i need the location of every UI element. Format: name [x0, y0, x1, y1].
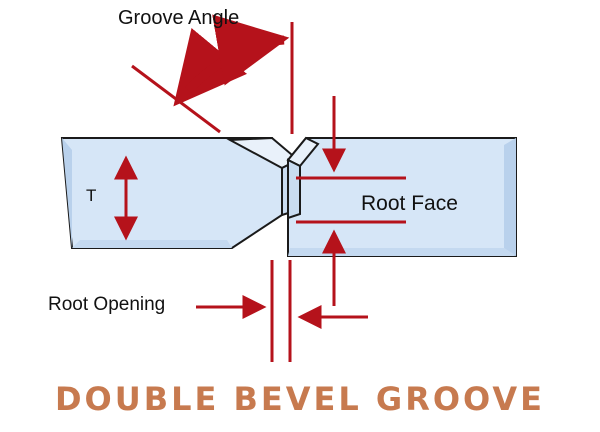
root-face-label: Root Face	[361, 192, 458, 215]
diagram-title: DOUBLE BEVEL GROOVE	[54, 380, 545, 418]
root-opening-dimension	[196, 260, 368, 362]
thickness-label: T	[86, 186, 97, 205]
left-plate	[60, 136, 300, 249]
groove-angle-arrow-2	[184, 14, 290, 94]
groove-angle-dimension	[131, 14, 294, 134]
groove-angle-label: Groove Angle	[118, 7, 240, 29]
root-face-dimension	[296, 96, 406, 306]
groove-angle-arrow	[173, 27, 285, 107]
root-opening-label: Root Opening	[48, 294, 166, 315]
